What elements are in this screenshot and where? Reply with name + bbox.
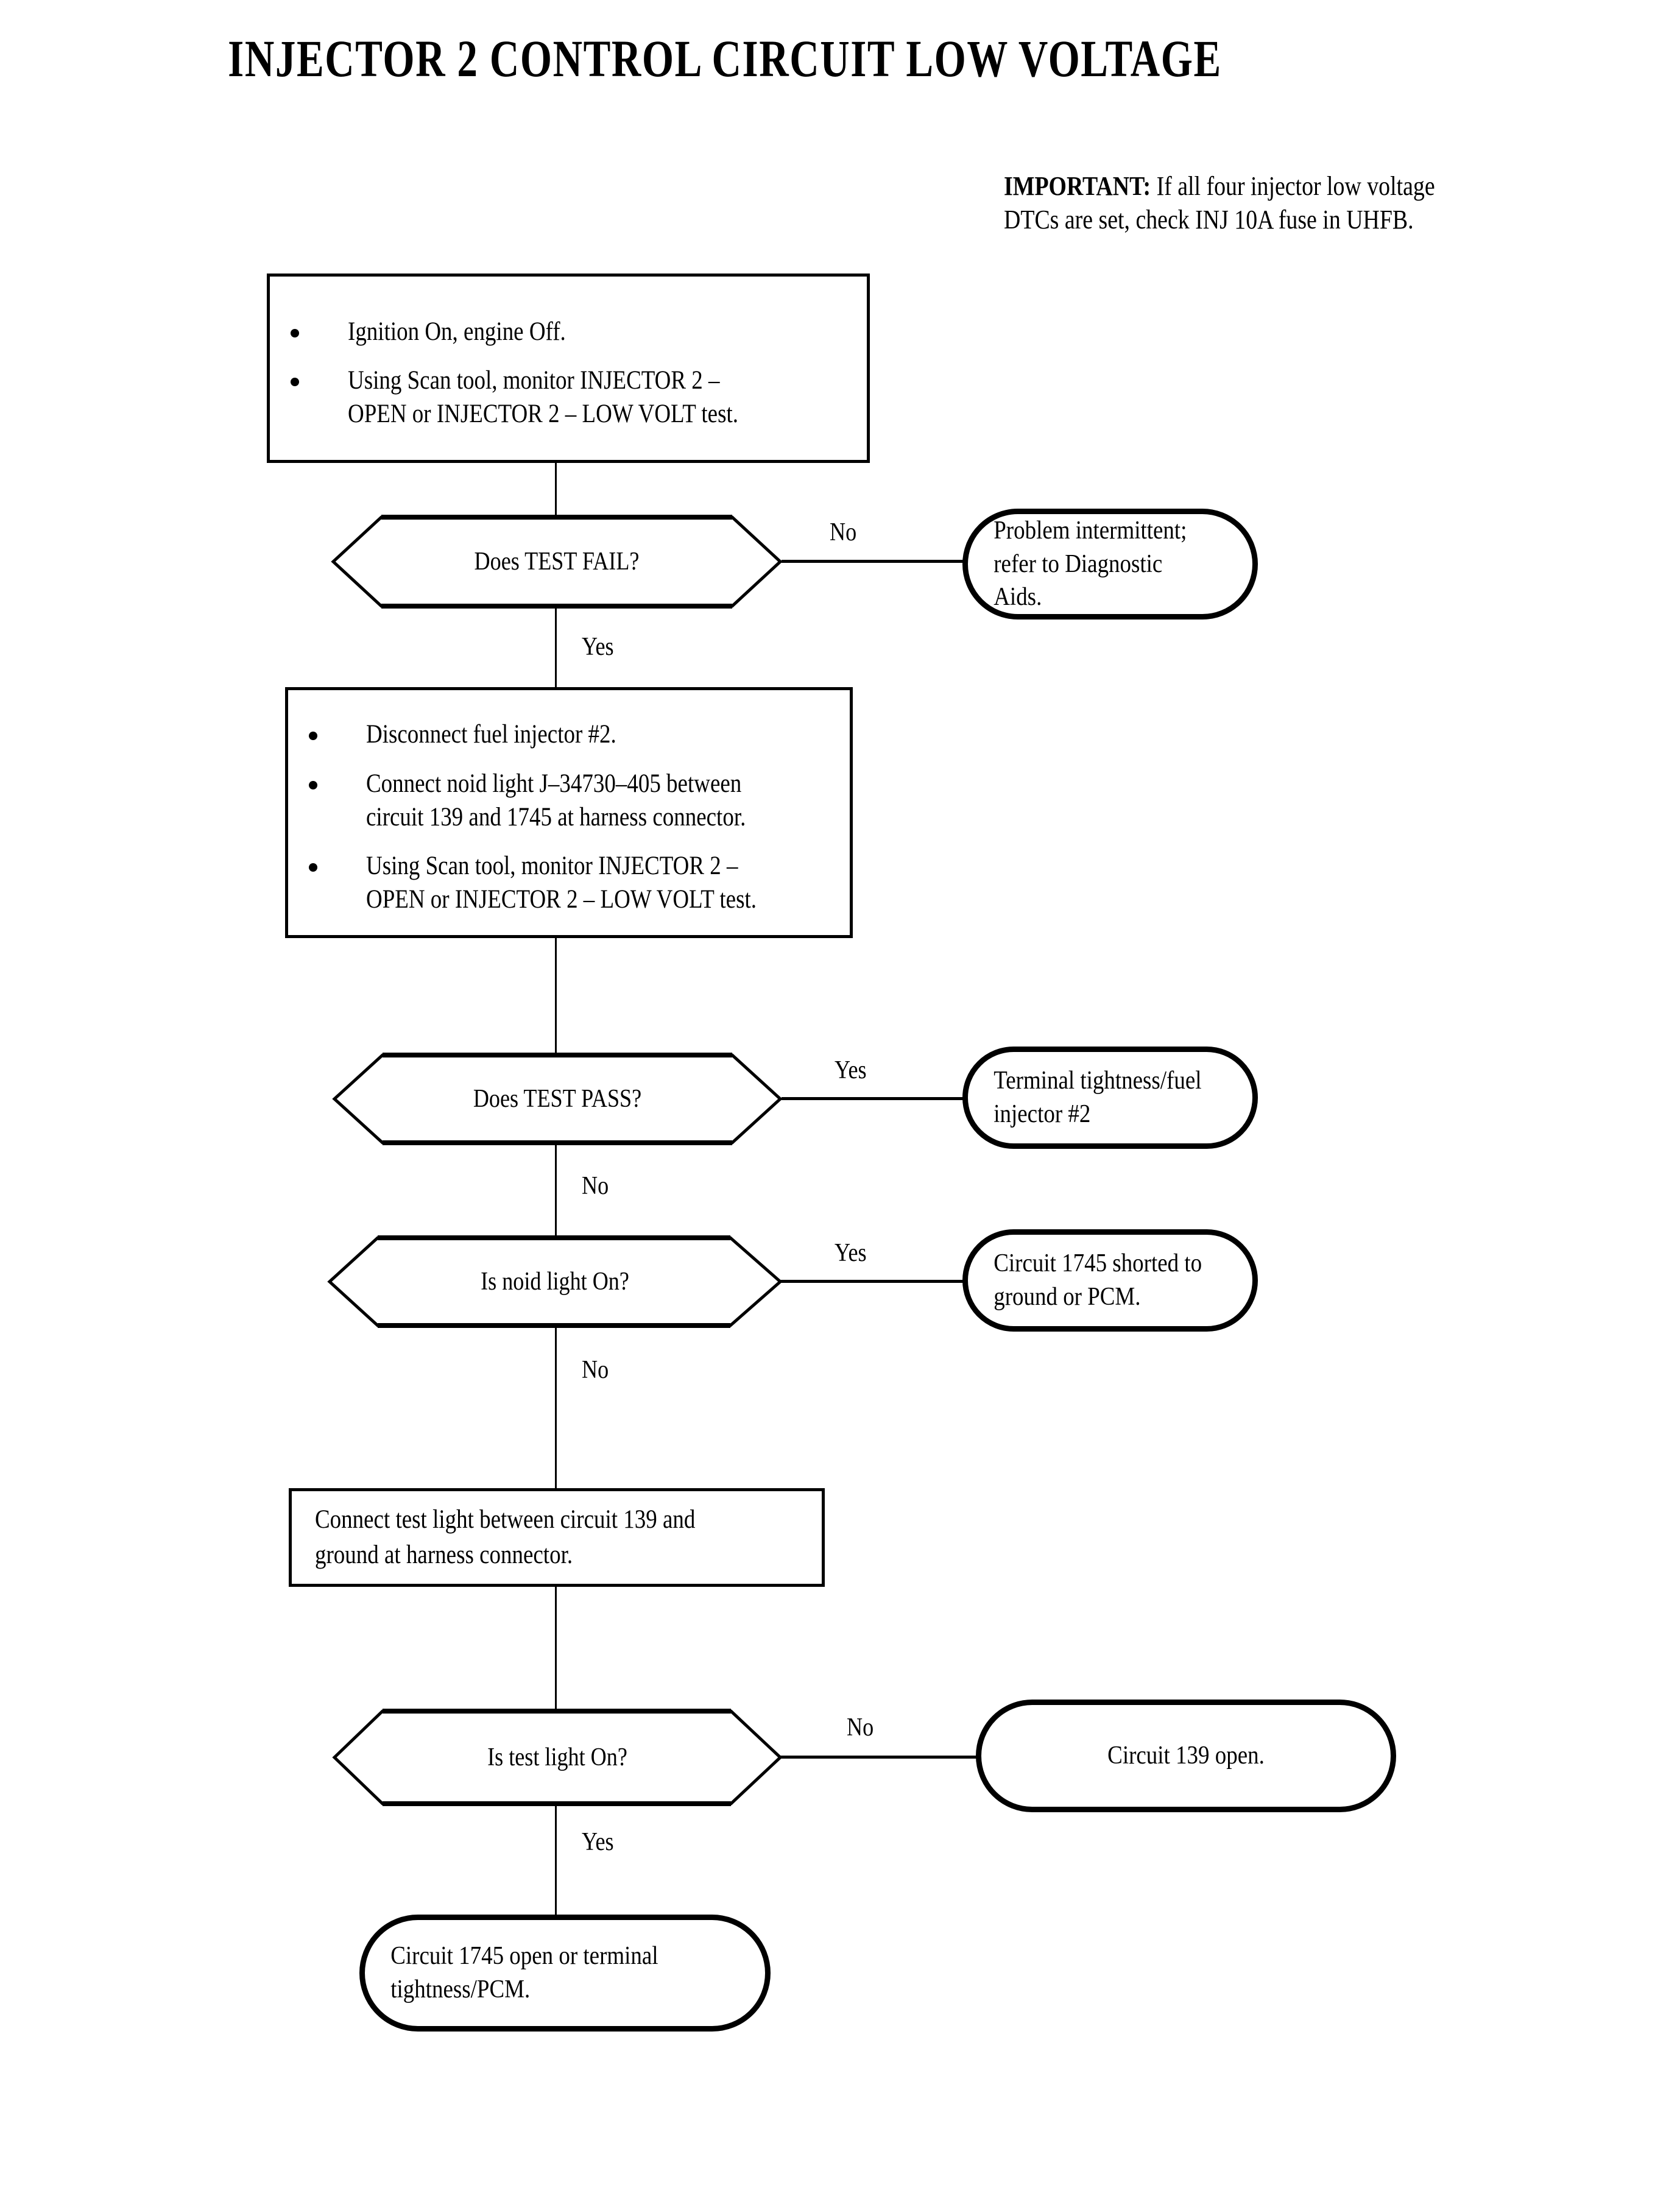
branch-label-yes: Yes	[582, 1828, 614, 1856]
terminator-text: Problem intermittent; refer to Diagnosti…	[968, 514, 1218, 614]
initial-test-bullets: Ignition On, engine Off. Using Scan tool…	[270, 277, 867, 460]
terminator-line-1: Terminal tightness/fuel	[994, 1067, 1202, 1095]
branch-label-no: No	[847, 1714, 874, 1742]
terminator-line-1: Circuit 139 open.	[1107, 1742, 1265, 1770]
bullet-icon	[309, 732, 317, 741]
noid-light-setup-bullets: Disconnect fuel injector #2. Connect noi…	[288, 690, 850, 935]
decision-label: Is noid light On?	[481, 1268, 629, 1296]
decision-is-noid-light-on: Is noid light On?	[327, 1235, 783, 1328]
list-item-label: Disconnect fuel injector #2.	[366, 720, 616, 749]
decision-does-test-pass: Does TEST PASS?	[332, 1053, 783, 1145]
terminator-line-1: Problem intermittent;	[994, 517, 1187, 545]
text-line-2: ground at harness connector.	[315, 1541, 573, 1569]
connector-d1-no	[782, 560, 964, 563]
connector-step2-to-d2	[555, 938, 557, 1054]
connector-step1-to-d1	[555, 463, 557, 517]
list-item-label: Using Scan tool, monitor INJECTOR 2 – OP…	[366, 852, 757, 914]
decision-label: Is test light On?	[487, 1743, 627, 1771]
noid-light-setup-box: Disconnect fuel injector #2. Connect noi…	[285, 687, 853, 938]
page-title: INJECTOR 2 CONTROL CIRCUIT LOW VOLTAGE	[228, 29, 1222, 88]
terminator-text: Circuit 139 open.	[1006, 1739, 1366, 1773]
list-item-label: Ignition On, engine Off.	[348, 317, 566, 346]
important-note-text: If all four injector low voltage DTCs ar…	[1004, 171, 1435, 235]
branch-label-yes: Yes	[835, 1056, 867, 1084]
list-item: Disconnect fuel injector #2.	[309, 718, 836, 752]
decision-does-test-fail: Does TEST FAIL?	[331, 515, 783, 609]
bullet-icon	[291, 378, 299, 387]
connector-d4-yes	[555, 1804, 557, 1915]
branch-label-no: No	[582, 1172, 609, 1200]
connector-d2-no	[555, 1144, 557, 1237]
terminator-line-2: ground or PCM.	[994, 1283, 1141, 1311]
test-light-setup-box: Connect test light between circuit 139 a…	[289, 1488, 825, 1587]
decision-label: Does TEST FAIL?	[474, 548, 640, 576]
connector-d4-no	[780, 1756, 978, 1759]
terminator-line-2: tightness/PCM.	[390, 1975, 531, 2003]
list-item: Using Scan tool, monitor INJECTOR 2 – OP…	[309, 850, 836, 916]
terminator-text: Terminal tightness/fuel injector #2	[968, 1064, 1218, 1131]
list-item-label: Using Scan tool, monitor INJECTOR 2 – OP…	[348, 366, 739, 428]
terminator-line-1: Circuit 1745 open or terminal	[390, 1942, 658, 1971]
important-note: IMPORTANT: If all four injector low volt…	[1004, 169, 1455, 237]
terminator-circuit-1745-open: Circuit 1745 open or terminal tightness/…	[359, 1915, 771, 2032]
connector-step3-to-d4	[555, 1587, 557, 1791]
terminator-line-2: injector #2	[994, 1100, 1091, 1128]
terminator-text: Circuit 1745 shorted to ground or PCM.	[968, 1247, 1218, 1313]
terminator-circuit-1745-shorted: Circuit 1745 shorted to ground or PCM.	[962, 1229, 1258, 1332]
connector-d3-no	[555, 1327, 557, 1488]
decision-label: Does TEST PASS?	[473, 1085, 642, 1113]
text-line-1: Connect test light between circuit 139 a…	[315, 1505, 696, 1534]
list-item: Ignition On, engine Off.	[291, 316, 853, 349]
terminator-circuit-139-open: Circuit 139 open.	[976, 1700, 1396, 1812]
terminator-text: Circuit 1745 open or terminal tightness/…	[365, 1940, 717, 2006]
branch-label-no: No	[830, 518, 857, 546]
test-light-setup-text: Connect test light between circuit 139 a…	[292, 1491, 822, 1584]
initial-test-box: Ignition On, engine Off. Using Scan tool…	[267, 274, 870, 463]
bullet-icon	[291, 328, 299, 337]
connector-d1-yes	[555, 607, 557, 687]
list-item: Connect noid light J–34730–405 between c…	[309, 768, 836, 834]
decision-is-test-light-on: Is test light On?	[332, 1709, 783, 1806]
list-item-label: Connect noid light J–34730–405 between c…	[366, 769, 746, 831]
terminator-problem-intermittent: Problem intermittent; refer to Diagnosti…	[962, 509, 1258, 620]
bullet-icon	[309, 863, 317, 872]
terminator-line-2: refer to Diagnostic Aids.	[994, 549, 1163, 612]
terminator-terminal-tightness: Terminal tightness/fuel injector #2	[962, 1047, 1258, 1149]
terminator-line-1: Circuit 1745 shorted to	[994, 1249, 1202, 1278]
connector-d3-yes	[780, 1280, 964, 1283]
branch-label-yes: Yes	[835, 1239, 867, 1267]
bullet-icon	[309, 781, 317, 790]
branch-label-no: No	[582, 1356, 609, 1384]
important-note-label: IMPORTANT:	[1004, 171, 1151, 201]
connector-d2-yes	[782, 1097, 964, 1100]
list-item: Using Scan tool, monitor INJECTOR 2 – OP…	[291, 364, 853, 431]
branch-label-yes: Yes	[582, 633, 614, 661]
